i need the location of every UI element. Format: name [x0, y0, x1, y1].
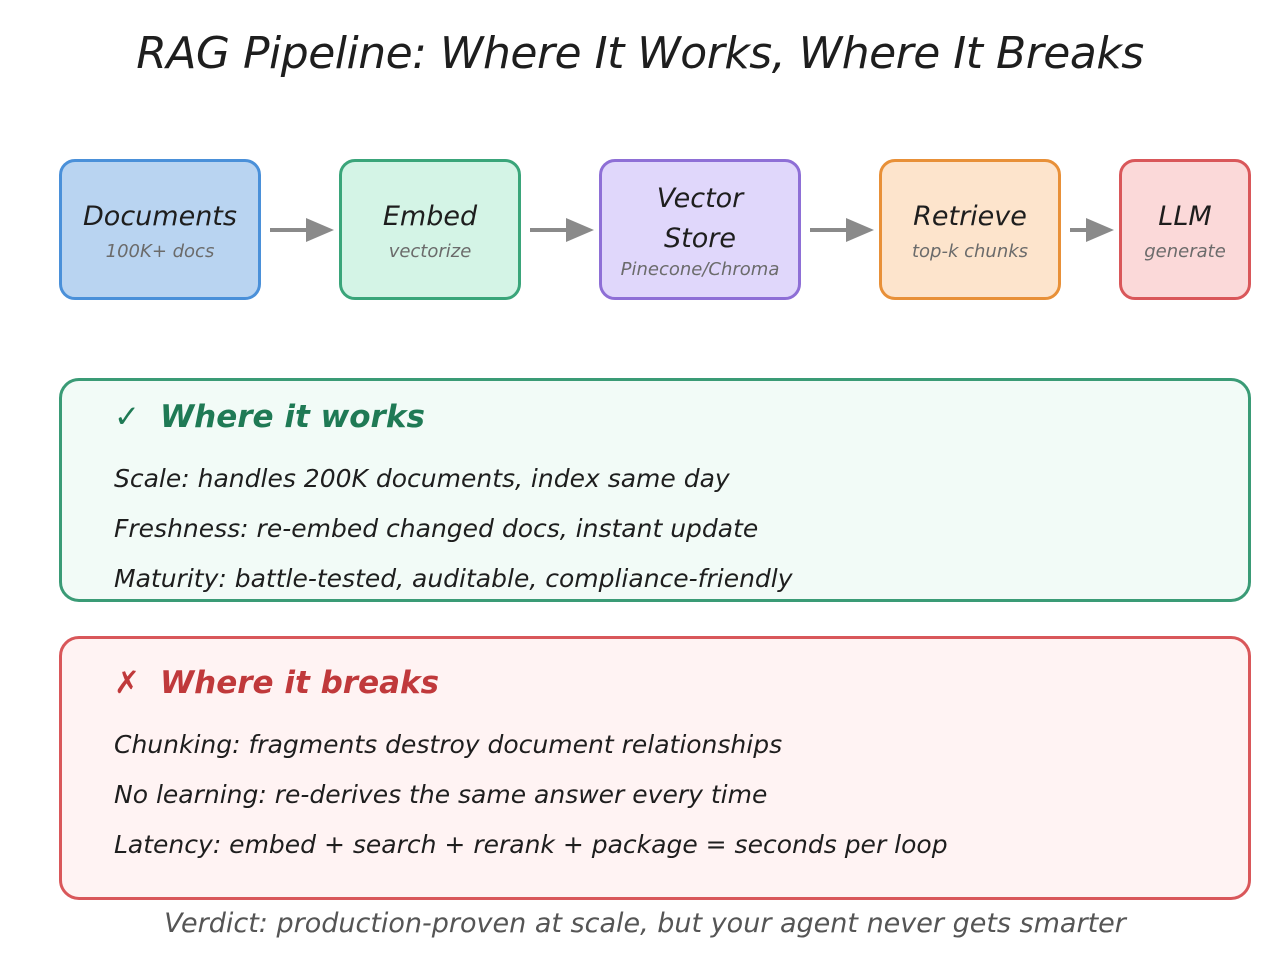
breaks-heading-text: Where it breaks — [159, 665, 440, 701]
cross-icon: ✗ — [114, 665, 140, 701]
list-item: Chunking: fragments destroy document rel… — [114, 730, 783, 759]
node-sublabel: Pinecone/Chroma — [620, 259, 780, 280]
arrow-right-icon — [270, 218, 334, 242]
node-llm: LLM generate — [1119, 159, 1251, 300]
works-heading: ✓ Where it works — [114, 399, 425, 435]
node-embed: Embed vectorize — [339, 159, 521, 300]
arrow-right-icon — [530, 218, 594, 242]
node-label: Documents — [83, 201, 237, 232]
node-sublabel: 100K+ docs — [105, 241, 215, 262]
verdict-text: Verdict: production-proven at scale, but… — [164, 908, 1126, 939]
list-item: Scale: handles 200K documents, index sam… — [114, 464, 730, 493]
node-vector-store: Vector Store Pinecone/Chroma — [599, 159, 801, 300]
breaks-panel: ✗ Where it breaks Chunking: fragments de… — [59, 636, 1251, 900]
node-documents: Documents 100K+ docs — [59, 159, 261, 300]
node-sublabel: generate — [1144, 241, 1226, 262]
arrow-right-icon — [810, 218, 874, 242]
list-item: No learning: re-derives the same answer … — [114, 780, 768, 809]
check-icon: ✓ — [114, 399, 140, 435]
list-item: Freshness: re-embed changed docs, instan… — [114, 514, 759, 543]
node-retrieve: Retrieve top-k chunks — [879, 159, 1061, 300]
node-label: Vector Store — [656, 183, 744, 254]
works-panel: ✓ Where it works Scale: handles 200K doc… — [59, 378, 1251, 602]
breaks-heading: ✗ Where it breaks — [114, 665, 439, 701]
node-label: Embed — [382, 201, 478, 232]
node-label: Retrieve — [913, 201, 1027, 232]
node-label: LLM — [1158, 201, 1212, 232]
arrow-right-icon — [1070, 218, 1114, 242]
list-item: Maturity: battle-tested, auditable, comp… — [114, 564, 793, 593]
node-sublabel: vectorize — [388, 241, 472, 262]
list-item: Latency: embed + search + rerank + packa… — [114, 830, 948, 859]
node-sublabel: top-k chunks — [911, 241, 1029, 262]
works-heading-text: Where it works — [159, 399, 425, 435]
page-title: RAG Pipeline: Where It Works, Where It B… — [136, 28, 1144, 79]
